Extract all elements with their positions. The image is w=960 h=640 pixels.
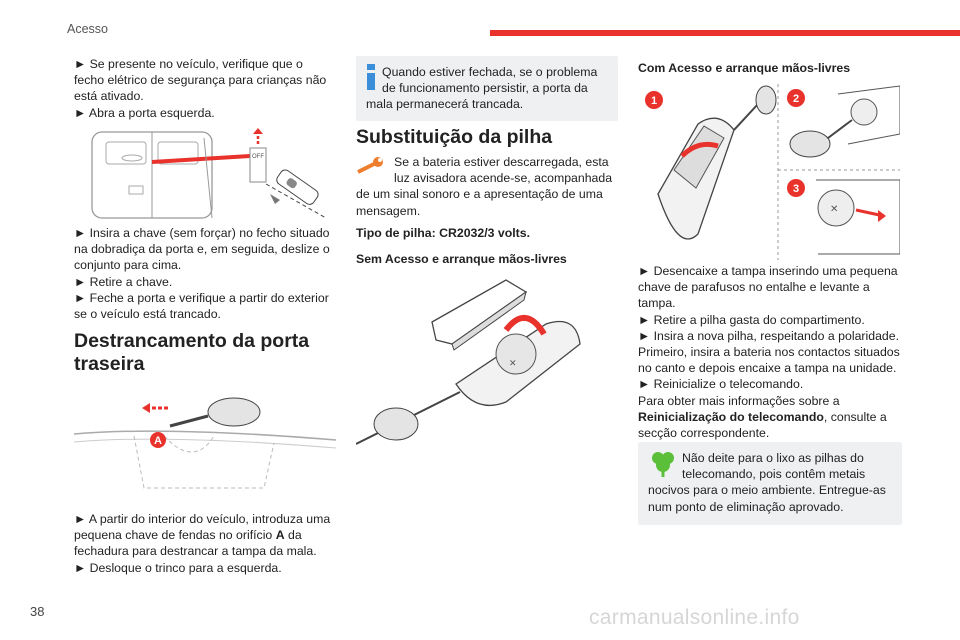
instruction-text: ► A partir do interior do veículo, intro… <box>74 512 331 559</box>
wrench-warning-icon <box>356 156 388 182</box>
page-number: 38 <box>30 604 45 619</box>
watermark: carmanualsonline.info <box>589 606 800 629</box>
instruction-text: ► Se presente no veículo, verifique que … <box>74 57 327 104</box>
column-3-body: ► Desencaixe a tampa inserindo uma peque… <box>638 263 902 441</box>
instruction-text: ► Insira a chave (sem forçar) no fecho s… <box>74 226 330 273</box>
section-heading: Substituição da pilha <box>356 126 553 148</box>
header-accent-bar <box>490 30 960 36</box>
section-heading: Destrancamento da porta traseira <box>74 330 310 375</box>
off-label: OFF <box>252 154 264 160</box>
info-box: Quando estiver fechada, se o problema de… <box>356 56 618 121</box>
instruction-text: ► Retire a pilha gasta do compartimento. <box>638 312 865 327</box>
info-text: Quando estiver fechada, se o problema de… <box>366 65 598 112</box>
step-2-label: 2 <box>793 93 799 105</box>
screwdriver-tailgate-illustration: A <box>74 397 336 489</box>
column-2-top: Se a bateria estiver descarregada, esta … <box>356 154 618 267</box>
section-header: Acesso <box>67 22 108 36</box>
instruction-text: ► Insira a nova pilha, respeitando a pol… <box>638 328 900 376</box>
instruction-text: ► Abra a porta esquerda. <box>74 105 215 120</box>
instruction-text: ► Reinicialize o telecomando. <box>638 377 804 392</box>
instruction-text: ► Desencaixe a tampa inserindo uma peque… <box>638 264 898 311</box>
instruction-text: ► Feche a porta e verifique a partir do … <box>74 290 329 322</box>
subheading-no-handsfree: Sem Acesso e arranque mãos-livres <box>356 252 567 267</box>
battery-type: Tipo de pilha: CR2032/3 volts. <box>356 225 531 240</box>
key-battery-illustration: ✕ <box>356 279 581 445</box>
column-1-bottom: ► A partir do interior do veículo, intro… <box>74 511 336 576</box>
svg-text:✕: ✕ <box>509 358 517 368</box>
column-1-top: ► Se presente no veículo, verifique que … <box>74 56 336 121</box>
door-key-illustration: OFF <box>91 128 327 219</box>
step-3-label: 3 <box>793 183 799 195</box>
recycle-tree-icon <box>650 450 676 482</box>
cross-reference-text: Para obter mais informações sobre a Rein… <box>638 393 887 441</box>
warning-text: Se a bateria estiver descarregada, esta … <box>356 155 613 218</box>
reference-link: Reinicialização do telecomando <box>638 409 824 424</box>
instruction-text: ► Desloque o trinco para a esquerda. <box>74 560 282 575</box>
instruction-text: ► Retire a chave. <box>74 274 173 289</box>
step-1-label: 1 <box>651 95 657 107</box>
handsfree-key-battery-illustration: 1 2 3 ✕ <box>645 84 900 260</box>
svg-text:✕: ✕ <box>830 204 838 215</box>
subheading-handsfree: Com Acesso e arranque mãos-livres <box>638 61 851 75</box>
point-a-label: A <box>154 435 162 447</box>
column-1-mid: ► Insira a chave (sem forçar) no fecho s… <box>74 225 336 322</box>
eco-box: Não deite para o lixo as pilhas do telec… <box>638 442 902 525</box>
column-3-subheading-wrap: Com Acesso e arranque mãos-livres <box>638 60 902 76</box>
eco-text: Não deite para o lixo as pilhas do telec… <box>648 451 886 514</box>
info-icon <box>366 64 376 94</box>
